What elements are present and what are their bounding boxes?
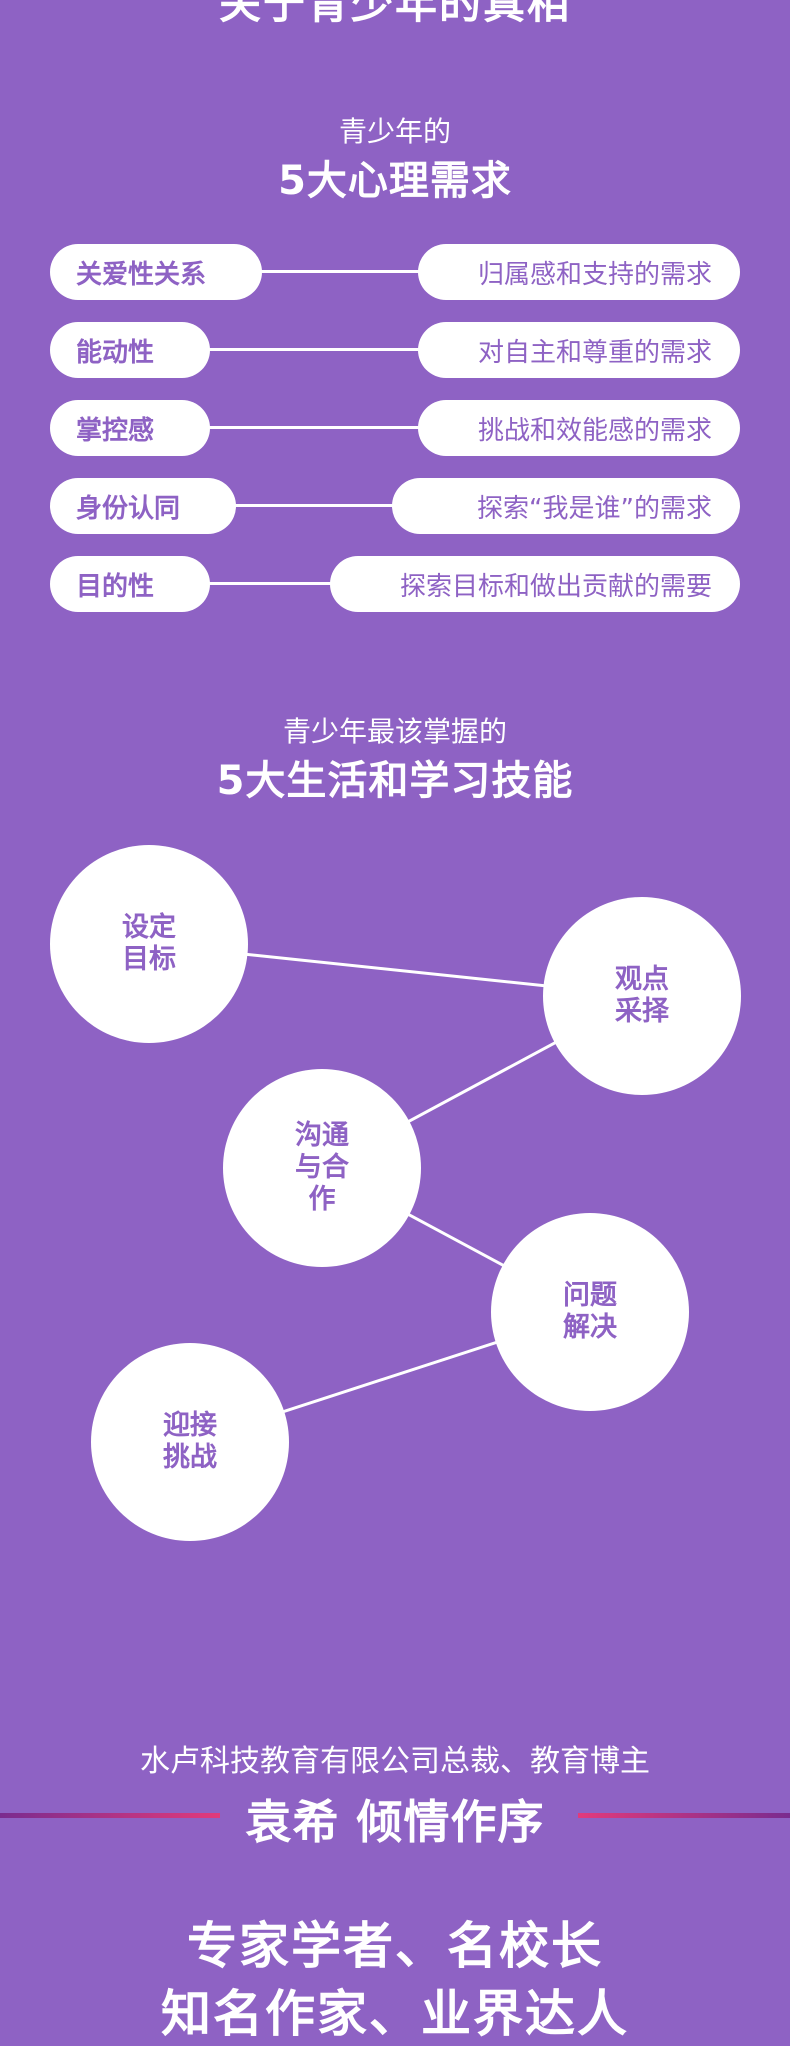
- need-row: 掌控感 挑战和效能感的需求: [50, 400, 740, 456]
- decorative-bar: [578, 1813, 790, 1818]
- need-name: 关爱性关系: [50, 244, 262, 300]
- skill-label: 观点采择: [615, 964, 669, 1027]
- preface-author-title: 水卢科技教育有限公司总裁、教育博主: [140, 1744, 650, 1779]
- need-row: 身份认同 探索“我是谁”的需求: [50, 478, 740, 534]
- need-row: 目的性 探索目标和做出贡献的需要: [50, 556, 740, 612]
- need-description: 探索目标和做出贡献的需要: [330, 556, 740, 612]
- skill-label: 迎接挑战: [163, 1410, 217, 1473]
- connector-line: [200, 582, 420, 585]
- need-name: 目的性: [50, 556, 210, 612]
- skill-label: 沟通与合作: [295, 1120, 349, 1215]
- skill-circle: 问题解决: [491, 1213, 689, 1411]
- need-name: 身份认同: [50, 478, 236, 534]
- need-row: 关爱性关系 归属感和支持的需求: [50, 244, 740, 300]
- need-name: 掌控感: [50, 400, 210, 456]
- need-row: 能动性 对自主和尊重的需求: [50, 322, 740, 378]
- need-description: 归属感和支持的需求: [418, 244, 740, 300]
- connector-line: [200, 426, 480, 429]
- skill-label: 设定目标: [122, 912, 176, 975]
- skill-label: 问题解决: [563, 1280, 617, 1343]
- decorative-bar: [0, 1813, 220, 1818]
- need-name: 能动性: [50, 322, 210, 378]
- skill-circle: 沟通与合作: [223, 1069, 421, 1267]
- need-description: 探索“我是谁”的需求: [392, 478, 740, 534]
- connector-line: [225, 504, 455, 507]
- skill-circle: 迎接挑战: [91, 1343, 289, 1541]
- top-heading: 关于青少年的真相: [218, 0, 571, 28]
- need-description: 对自主和尊重的需求: [418, 322, 740, 378]
- connector-line: [250, 270, 480, 273]
- skill-circle: 观点采择: [543, 897, 741, 1095]
- bottom-heading-line2: 知名作家、业界达人: [161, 1985, 629, 2043]
- needs-subtitle: 青少年的: [338, 115, 451, 148]
- bottom-heading-line1: 专家学者、名校长: [187, 1917, 603, 1975]
- skills-subtitle: 青少年最该掌握的: [282, 715, 507, 748]
- needs-title: 5大心理需求: [278, 158, 512, 204]
- connector-line: [200, 348, 480, 351]
- skills-title: 5大生活和学习技能: [216, 758, 574, 804]
- need-description: 挑战和效能感的需求: [418, 400, 740, 456]
- skill-circle: 设定目标: [50, 845, 248, 1043]
- preface-author-line: 袁希 倾情作序: [245, 1795, 545, 1849]
